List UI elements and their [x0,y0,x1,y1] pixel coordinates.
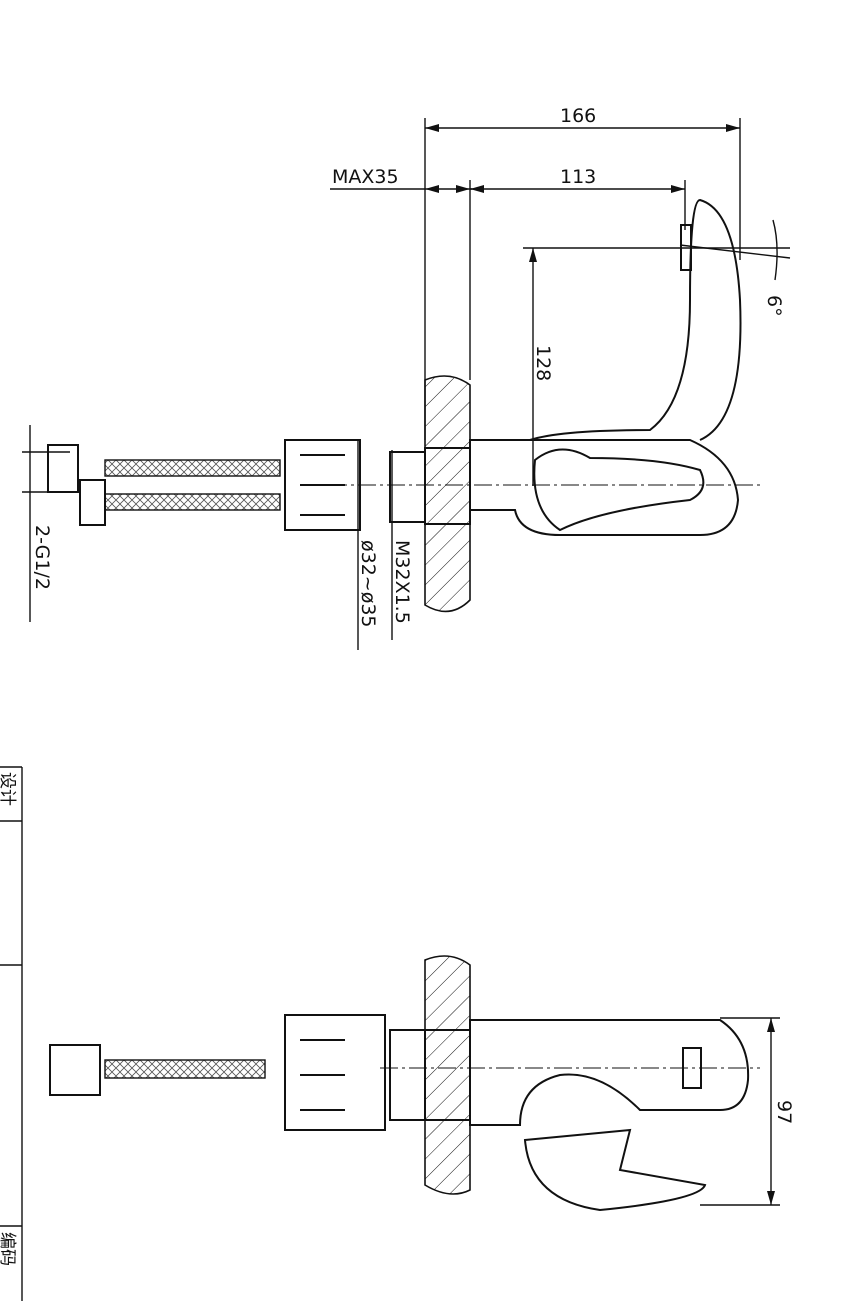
dim-angle: 6° [763,295,785,317]
wall-section [424,375,471,613]
faucet-body [469,439,740,536]
dim-113: 113 [560,166,596,188]
dim-max35: MAX35 [332,166,399,188]
wall-section-2 [424,955,471,1195]
dim-97: 97 [773,1100,795,1124]
dim-166: 166 [560,105,596,127]
code-label: 编码 [0,1232,17,1266]
side-view: 166 113 MAX35 128 6° M32X1.5 ø32~ø35 2-G… [22,105,791,650]
design-label: 设计 [0,772,17,806]
front-view: 97 [49,955,795,1212]
dimension-lines [22,118,791,650]
hose-2 [104,493,281,511]
dim-hose: 2-G1/2 [31,525,53,590]
dim-128: 128 [532,345,554,381]
title-block: 设计 编码 [0,766,23,1301]
dim-hole: ø32~ø35 [357,540,379,628]
hose-3 [104,1059,266,1079]
faucet-body-2 [469,1019,750,1126]
dim-thread: M32X1.5 [391,540,413,624]
hose-1 [104,459,281,477]
